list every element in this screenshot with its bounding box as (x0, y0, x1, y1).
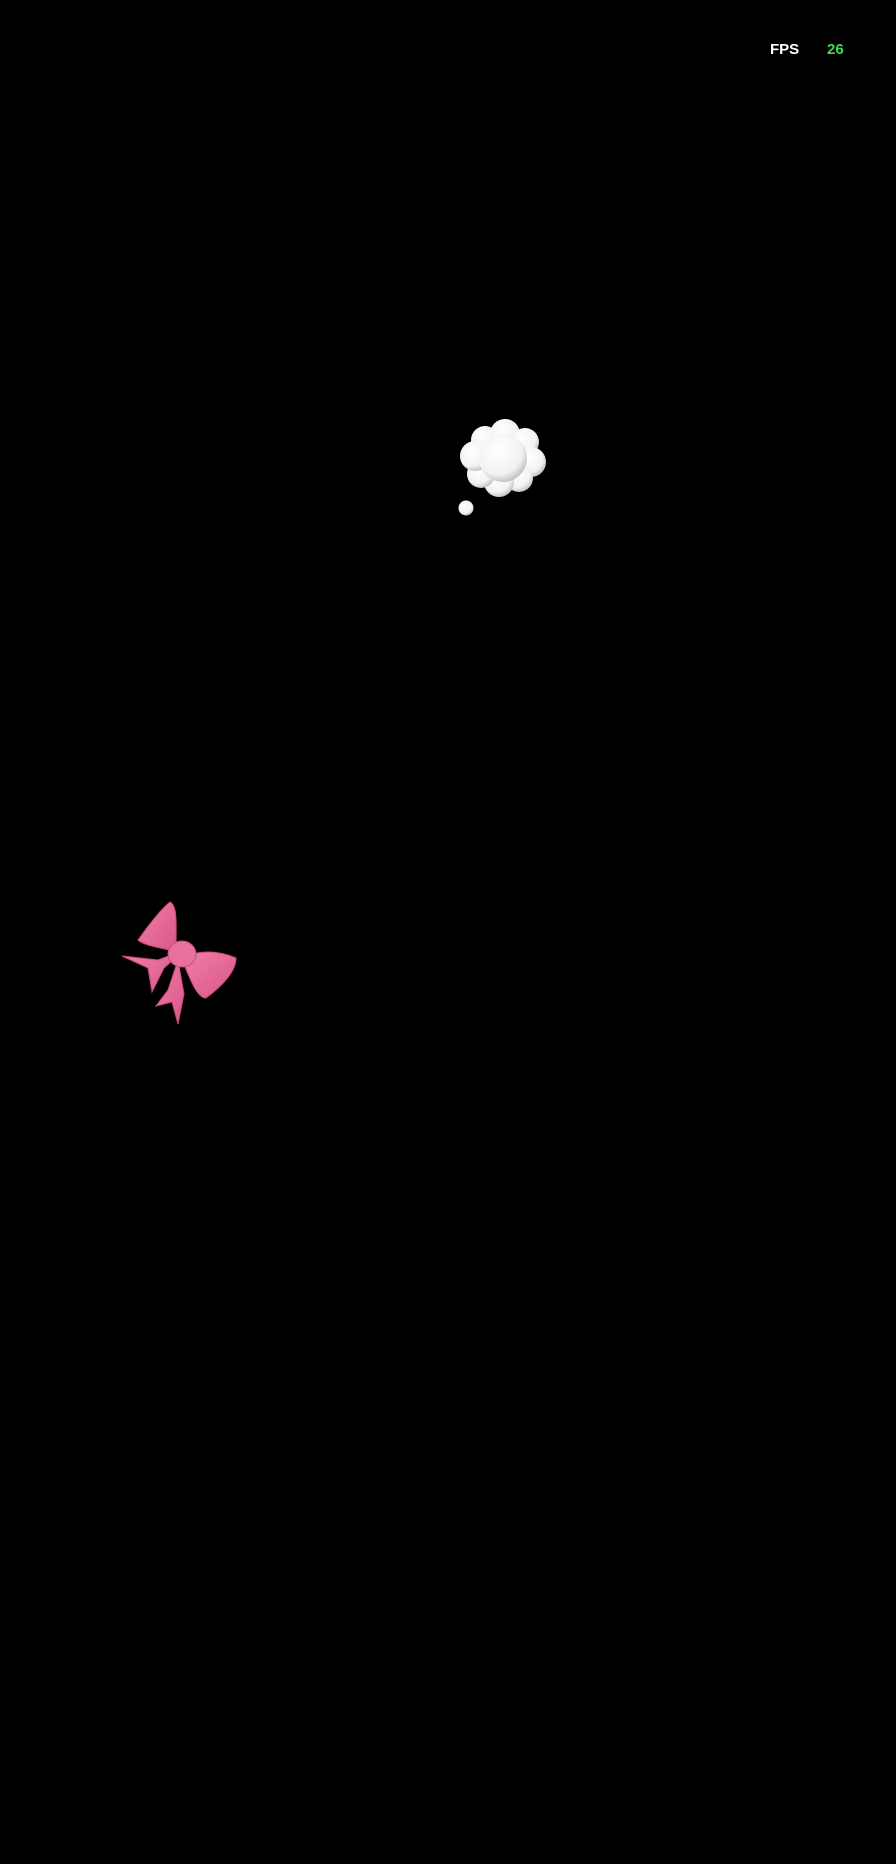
fps-value: 26 (827, 41, 844, 58)
thought-bubble-icon (458, 419, 546, 516)
ribbon-bow-icon (121, 901, 237, 1024)
fps-label: FPS (770, 41, 800, 58)
